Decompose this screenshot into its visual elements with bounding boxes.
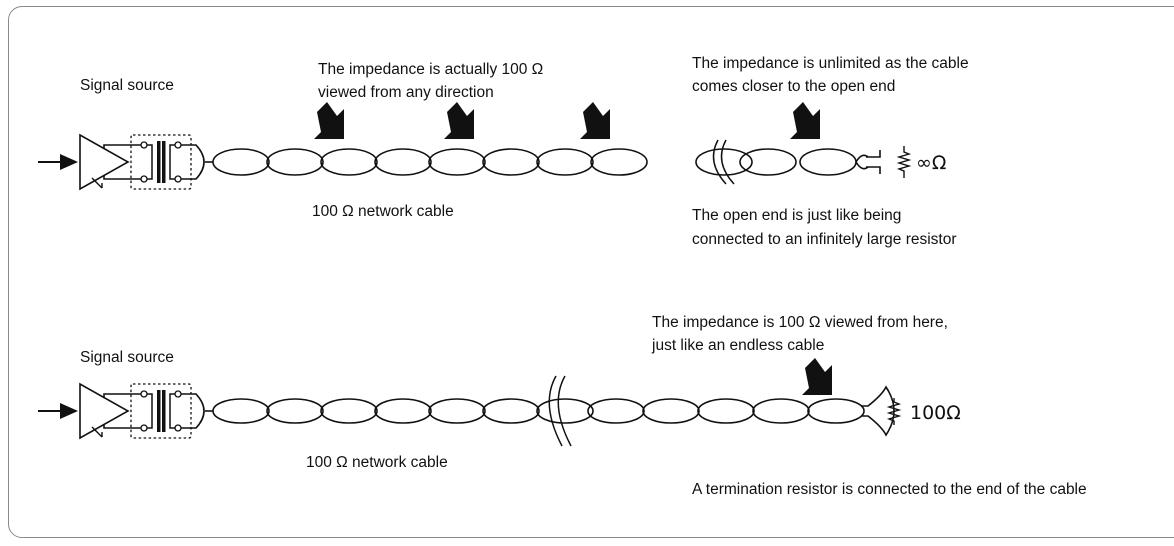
- bottom-transformer-box: [130, 383, 192, 439]
- diagram-frame: [8, 6, 1174, 538]
- cable-twist-segment: [752, 398, 810, 424]
- top-callout-line2: viewed from any direction: [318, 84, 494, 101]
- cable-twist-segment: [799, 148, 857, 176]
- cable-twist-segment: [536, 398, 594, 424]
- top-open-callout-line2: comes closer to the open end: [692, 78, 895, 95]
- bottom-signal-source-label: Signal source: [80, 349, 174, 366]
- top-amplifier-icon: [79, 133, 130, 191]
- cable-twist-segment: [320, 398, 378, 424]
- cable-twist-segment: [739, 148, 797, 176]
- top-cable-break: [712, 139, 735, 185]
- bottom-diagram: Signal source 100Ω The: [38, 314, 1087, 498]
- top-end-impedance-label: ∞Ω: [916, 152, 946, 174]
- top-arrow-icon-2: [444, 102, 474, 139]
- top-signal-source-label: Signal source: [80, 77, 174, 94]
- cable-twist-segment: [320, 148, 378, 176]
- top-end-resistor-icon: [896, 146, 912, 178]
- cable-twist-segment: [212, 398, 270, 424]
- bottom-termination-wires: [861, 385, 895, 437]
- cable-twist-segment: [697, 398, 755, 424]
- bottom-termination-resistor-icon: [886, 398, 902, 425]
- bottom-cable-label: 100 Ω network cable: [306, 454, 448, 471]
- top-arrow-icon-4: [790, 102, 820, 139]
- top-arrow-icon-3: [580, 102, 610, 139]
- cable-twist-segment: [482, 148, 540, 176]
- bottom-arrow-icon: [802, 358, 832, 395]
- top-twisted-pair-cable: [212, 148, 869, 176]
- bottom-twisted-pair-cable: [212, 398, 865, 424]
- cable-twist-segment: [695, 148, 753, 176]
- bottom-termination-note: A termination resistor is connected to t…: [692, 481, 1087, 498]
- cable-twist-segment: [590, 148, 648, 176]
- cable-twist-segment: [428, 148, 486, 176]
- bottom-transformer-icon: [140, 390, 182, 432]
- bottom-end-impedance-label: 100Ω: [910, 402, 961, 424]
- bottom-callout-line1: The impedance is 100 Ω viewed from here,: [652, 314, 948, 331]
- bottom-amplifier-icon: [79, 382, 130, 440]
- top-open-callout-line1: The impedance is unlimited as the cable: [692, 55, 969, 72]
- cable-twist-segment: [212, 148, 270, 176]
- top-open-note-line2: connected to an infinitely large resisto…: [692, 231, 957, 248]
- cable-twist-segment: [642, 398, 700, 424]
- cable-twist-segment: [536, 148, 594, 176]
- cable-twist-segment: [374, 148, 432, 176]
- cable-twist-segment: [428, 398, 486, 424]
- cable-twist-segment: [266, 398, 324, 424]
- bottom-cable-break: [548, 375, 572, 447]
- cable-twist-segment: [374, 398, 432, 424]
- top-open-note-line1: The open end is just like being: [692, 207, 901, 224]
- cable-twist-segment: [266, 148, 324, 176]
- top-arrow-icon-1: [314, 102, 344, 139]
- top-diagram: Signal source: [38, 55, 969, 248]
- top-callout-line1: The impedance is actually 100 Ω: [318, 61, 543, 78]
- top-cable-label: 100 Ω network cable: [312, 203, 454, 220]
- top-transformer-box: [130, 134, 192, 190]
- cable-twist-segment: [807, 398, 865, 424]
- cable-twist-segment: [587, 398, 645, 424]
- top-open-end: [866, 150, 881, 174]
- cable-twist-segment: [482, 398, 540, 424]
- bottom-callout-line2: just like an endless cable: [651, 337, 824, 354]
- top-transformer-icon: [140, 141, 182, 183]
